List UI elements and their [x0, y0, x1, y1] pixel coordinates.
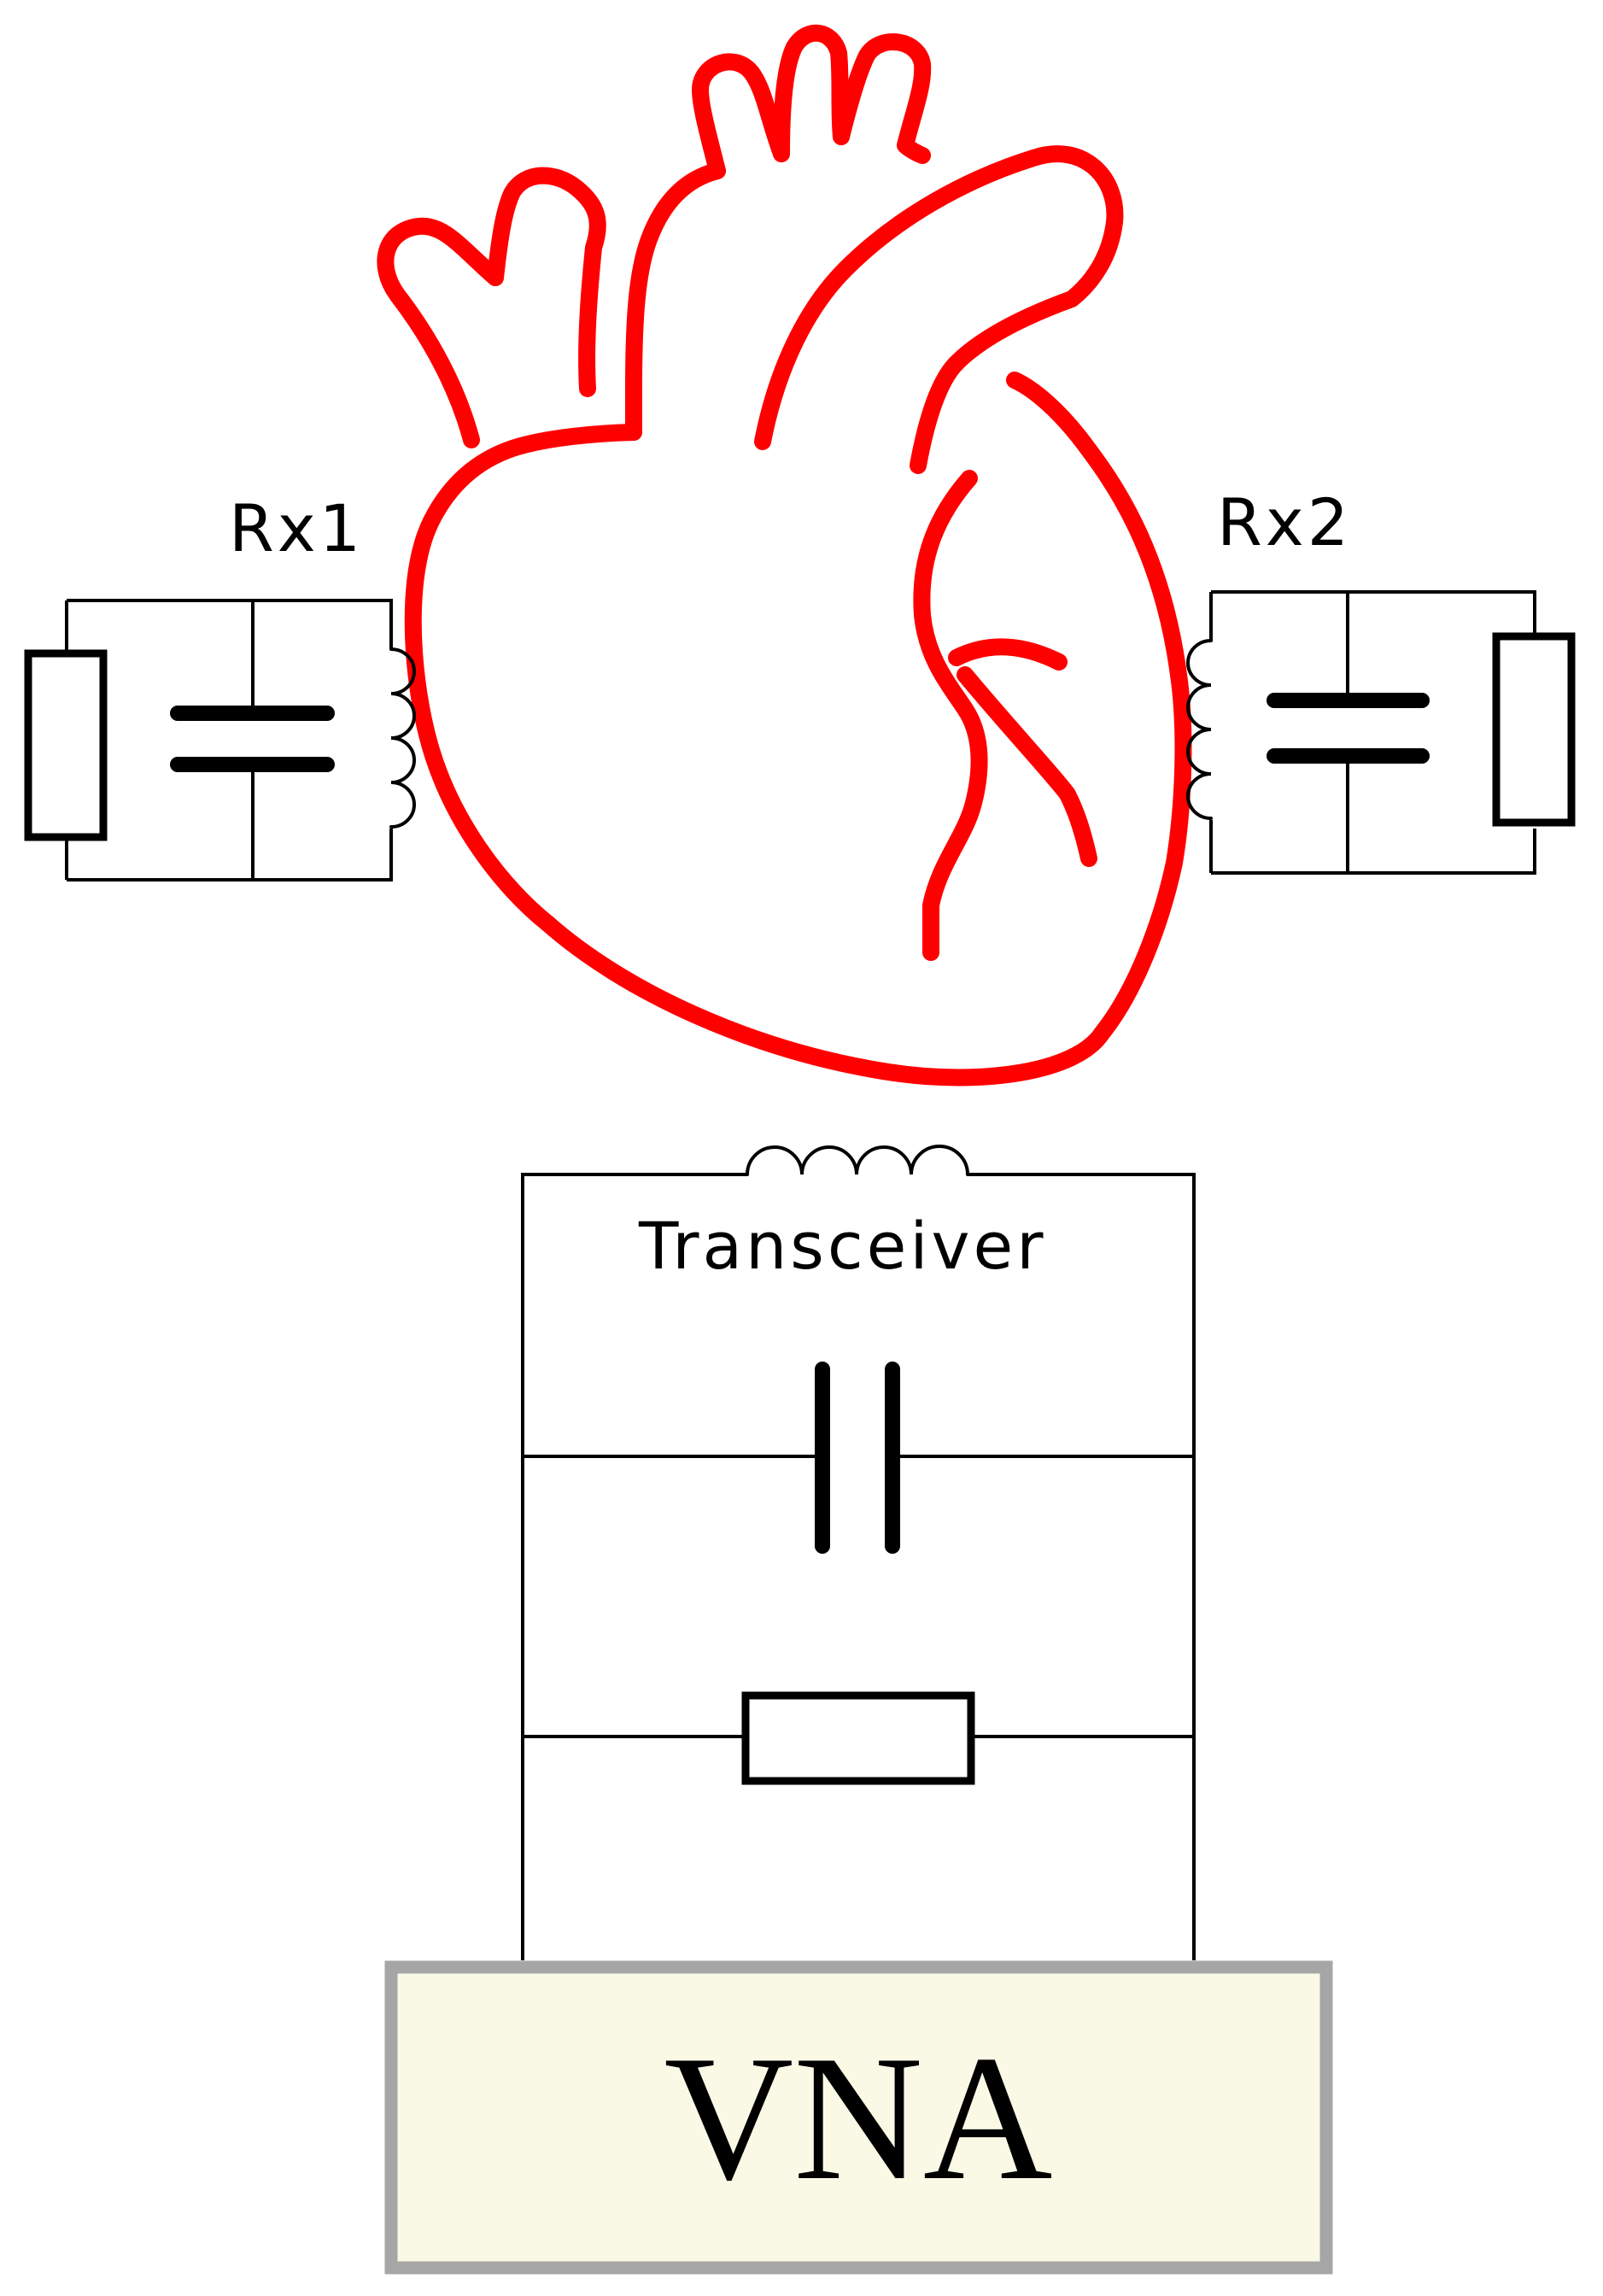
rx2-resistor — [1492, 632, 1576, 827]
transceiver-label: Transceiver — [638, 1208, 1046, 1284]
vna-box — [384, 1960, 1333, 2275]
coronary-line-2 — [948, 638, 1068, 671]
top-vessel-left — [692, 53, 790, 179]
left-branch-2 — [487, 167, 606, 397]
rx2-circuit: Rx2 — [1186, 484, 1576, 875]
coronary-line-1 — [913, 470, 988, 961]
heart-illustration — [377, 24, 1192, 1086]
coronary-line-3 — [957, 666, 1097, 867]
rx1-circuit: Rx1 — [24, 490, 416, 882]
top-vessel-right — [833, 33, 932, 164]
left-branch-1 — [377, 217, 504, 448]
rx2-inductor — [1186, 639, 1213, 820]
left-vessel — [625, 162, 726, 441]
rx1-resistor — [24, 649, 108, 841]
transceiver-resistor — [741, 1691, 975, 1785]
rx1-label: Rx1 — [229, 490, 364, 566]
top-vessel-middle — [773, 24, 850, 162]
rx1-inductor — [389, 647, 416, 829]
transceiver-circuit: Transceiver — [521, 1145, 1196, 1960]
aortic-arch — [754, 145, 1124, 474]
vna-instrument: VNA — [384, 1960, 1333, 2275]
heart-body-outline — [404, 372, 1192, 1086]
vna-label: VNA — [664, 2019, 1053, 2217]
rx2-label: Rx2 — [1217, 484, 1352, 560]
transceiver-inductor — [746, 1145, 969, 1176]
